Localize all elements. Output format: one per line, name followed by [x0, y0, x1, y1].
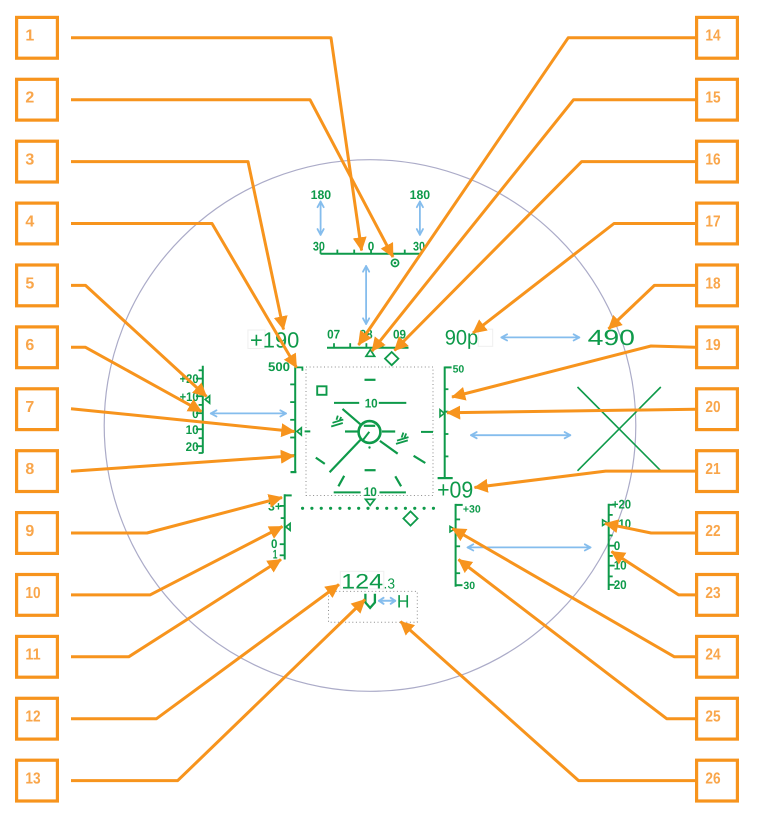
svg-text:17: 17 [705, 213, 720, 230]
svg-text:6: 6 [25, 337, 34, 354]
svg-text:10: 10 [364, 485, 377, 499]
svg-text:24: 24 [705, 647, 720, 664]
svg-text:+20: +20 [612, 498, 631, 512]
svg-text:11: 11 [25, 647, 40, 664]
svg-text:20: 20 [186, 440, 199, 454]
svg-text:25: 25 [705, 709, 720, 726]
svg-text:0: 0 [368, 239, 375, 253]
svg-text:0: 0 [614, 539, 621, 553]
svg-text:180: 180 [410, 188, 431, 202]
svg-text:30: 30 [313, 239, 325, 253]
svg-text:13: 13 [25, 771, 40, 788]
svg-text:10: 10 [25, 585, 40, 602]
svg-text:H: H [397, 591, 410, 611]
svg-text:20: 20 [705, 399, 720, 416]
svg-text:50: 50 [453, 363, 465, 375]
svg-text:3: 3 [25, 152, 34, 169]
svg-text:1: 1 [273, 548, 278, 562]
svg-text:5: 5 [25, 275, 34, 292]
svg-text:22: 22 [705, 523, 720, 540]
svg-text:9: 9 [25, 523, 34, 540]
svg-text:124: 124 [341, 570, 383, 593]
svg-text:490: 490 [588, 325, 635, 350]
svg-text:7: 7 [25, 399, 34, 416]
svg-text:16: 16 [705, 152, 720, 169]
svg-text:21: 21 [705, 461, 720, 478]
svg-text:0: 0 [192, 407, 199, 421]
svg-text:23: 23 [705, 585, 720, 602]
svg-text:8: 8 [25, 461, 34, 478]
svg-text:500: 500 [268, 360, 290, 374]
svg-text:10: 10 [365, 396, 378, 410]
svg-text:+30: +30 [463, 503, 481, 515]
svg-text:20: 20 [614, 578, 627, 592]
svg-text:+09: +09 [437, 477, 473, 503]
svg-text:14: 14 [705, 28, 720, 45]
svg-text:30: 30 [463, 580, 475, 592]
svg-text:12: 12 [25, 709, 40, 726]
svg-text:2: 2 [25, 90, 34, 107]
svg-text:18: 18 [705, 275, 720, 292]
svg-text:07: 07 [327, 327, 340, 341]
svg-text:180: 180 [311, 188, 332, 202]
svg-text:1: 1 [25, 28, 34, 45]
svg-text:26: 26 [705, 771, 720, 788]
svg-text:.3: .3 [384, 576, 396, 592]
svg-text:90p: 90p [445, 326, 479, 349]
svg-text:15: 15 [705, 90, 720, 107]
svg-text:4: 4 [25, 213, 34, 230]
svg-text:19: 19 [705, 337, 720, 354]
svg-text:0: 0 [271, 537, 277, 551]
svg-text:10: 10 [186, 423, 199, 437]
